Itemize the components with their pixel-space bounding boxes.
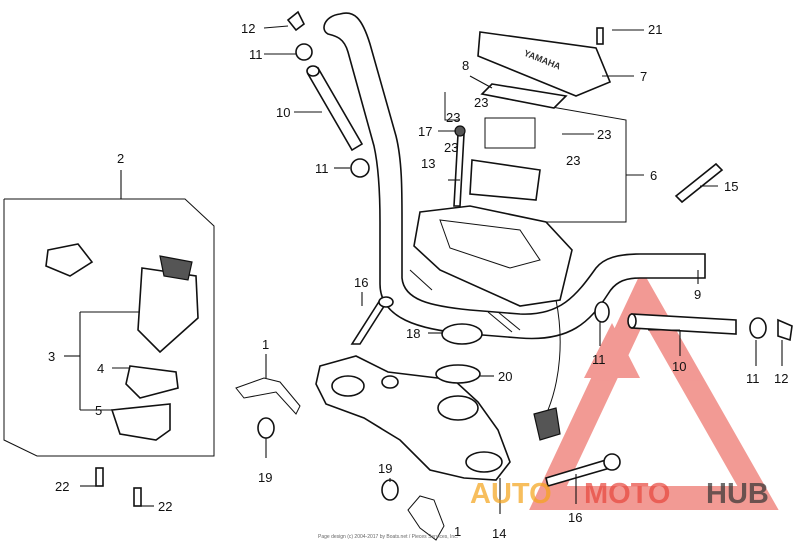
ignition-switch [45,243,199,441]
callout-8: 8 [462,58,469,73]
callout-23: 23 [597,127,611,142]
callout-1: 1 [262,337,269,352]
ignition-key [159,255,193,281]
ignition-group-frame [3,170,215,457]
callout-17: 17 [418,124,432,139]
bar-end-cap-right [777,318,793,342]
callout-16: 16 [568,510,582,525]
ignition-plate [125,365,179,399]
callout-19: 19 [258,470,272,485]
rubber-collar-right [749,317,767,339]
callout-7: 7 [640,69,647,84]
bar-end-weight-right [594,301,793,342]
weight-rod [306,66,364,152]
watermark-auto: AUTO [470,478,552,510]
callout-10: 10 [672,359,686,374]
nut-19b [381,479,399,501]
callout-11: 11 [315,161,329,176]
switch-housing: YAMAHA [413,27,612,307]
callout-1: 1 [454,524,461,539]
callout-23: 23 [444,140,458,155]
callout-3: 3 [48,349,55,364]
callout-11: 11 [746,371,760,386]
bar-end-cap [286,10,306,32]
callout-5: 5 [95,403,102,418]
callout-11: 11 [592,352,606,367]
callout-21: 21 [648,22,662,37]
callout-11: 11 [249,47,263,62]
callout-18: 18 [406,326,420,341]
callout-13: 13 [421,156,435,171]
switch-group-frame [444,92,644,223]
callout-6: 6 [650,168,657,183]
callout-2: 2 [117,151,124,166]
handlebar-pipe [323,12,706,340]
upper-bracket [315,355,511,481]
nut-18 [441,323,483,345]
switch-body [413,205,573,307]
callout-labels: 12 11 10 11 21 8 7 23 17 23 23 23 23 13 … [48,21,788,541]
callout-9: 9 [694,287,701,302]
rod-15 [674,162,724,204]
callout-23: 23 [566,153,580,168]
watermark-moto: MOTO [584,478,670,510]
screw-22a [95,467,104,487]
callout-16: 16 [354,275,368,290]
callout-lines [64,25,783,514]
screw-21 [596,27,604,45]
top-cover [477,31,612,97]
callout-23: 23 [474,95,488,110]
bar-end-weight-upper [286,10,370,178]
wire-clip-1 [235,377,301,415]
watermark-triangle-inner [584,323,640,378]
switch-connector-lower [533,407,561,441]
ignition-main [137,267,199,354]
handlebar [323,12,706,340]
callout-12: 12 [241,21,255,36]
callout-14: 14 [492,526,506,541]
nut-19a [257,417,275,439]
ignition-bracket [110,403,171,441]
callout-20: 20 [498,369,512,384]
rubber-collar [295,43,313,61]
wire-clip-1b [407,495,445,541]
callout-23: 23 [446,110,460,125]
callout-4: 4 [97,361,104,376]
weight-rod-right [631,313,737,335]
callout-22: 22 [158,499,172,514]
group-frame-line [3,198,215,457]
key-cap [45,243,94,277]
screw-22b [133,487,142,507]
watermark-hub: HUB [706,478,769,510]
switch-connector [469,159,541,201]
watermark-triangle [529,269,779,510]
callout-10: 10 [276,105,290,120]
bolts-nuts [95,296,621,507]
callout-12: 12 [774,371,788,386]
watermark-wordmark: AUTO MOTO HUB [470,478,769,510]
watermark-logo [529,269,779,510]
copyright-footer: Page design (c) 2004-2017 by Boats.net /… [318,534,458,540]
callout-22: 22 [55,479,69,494]
cover-gasket [480,83,568,109]
callout-15: 15 [724,179,738,194]
rubber-collar-lower [350,158,370,178]
callout-19: 19 [378,461,392,476]
wire [547,299,561,411]
washer-20 [435,364,481,384]
